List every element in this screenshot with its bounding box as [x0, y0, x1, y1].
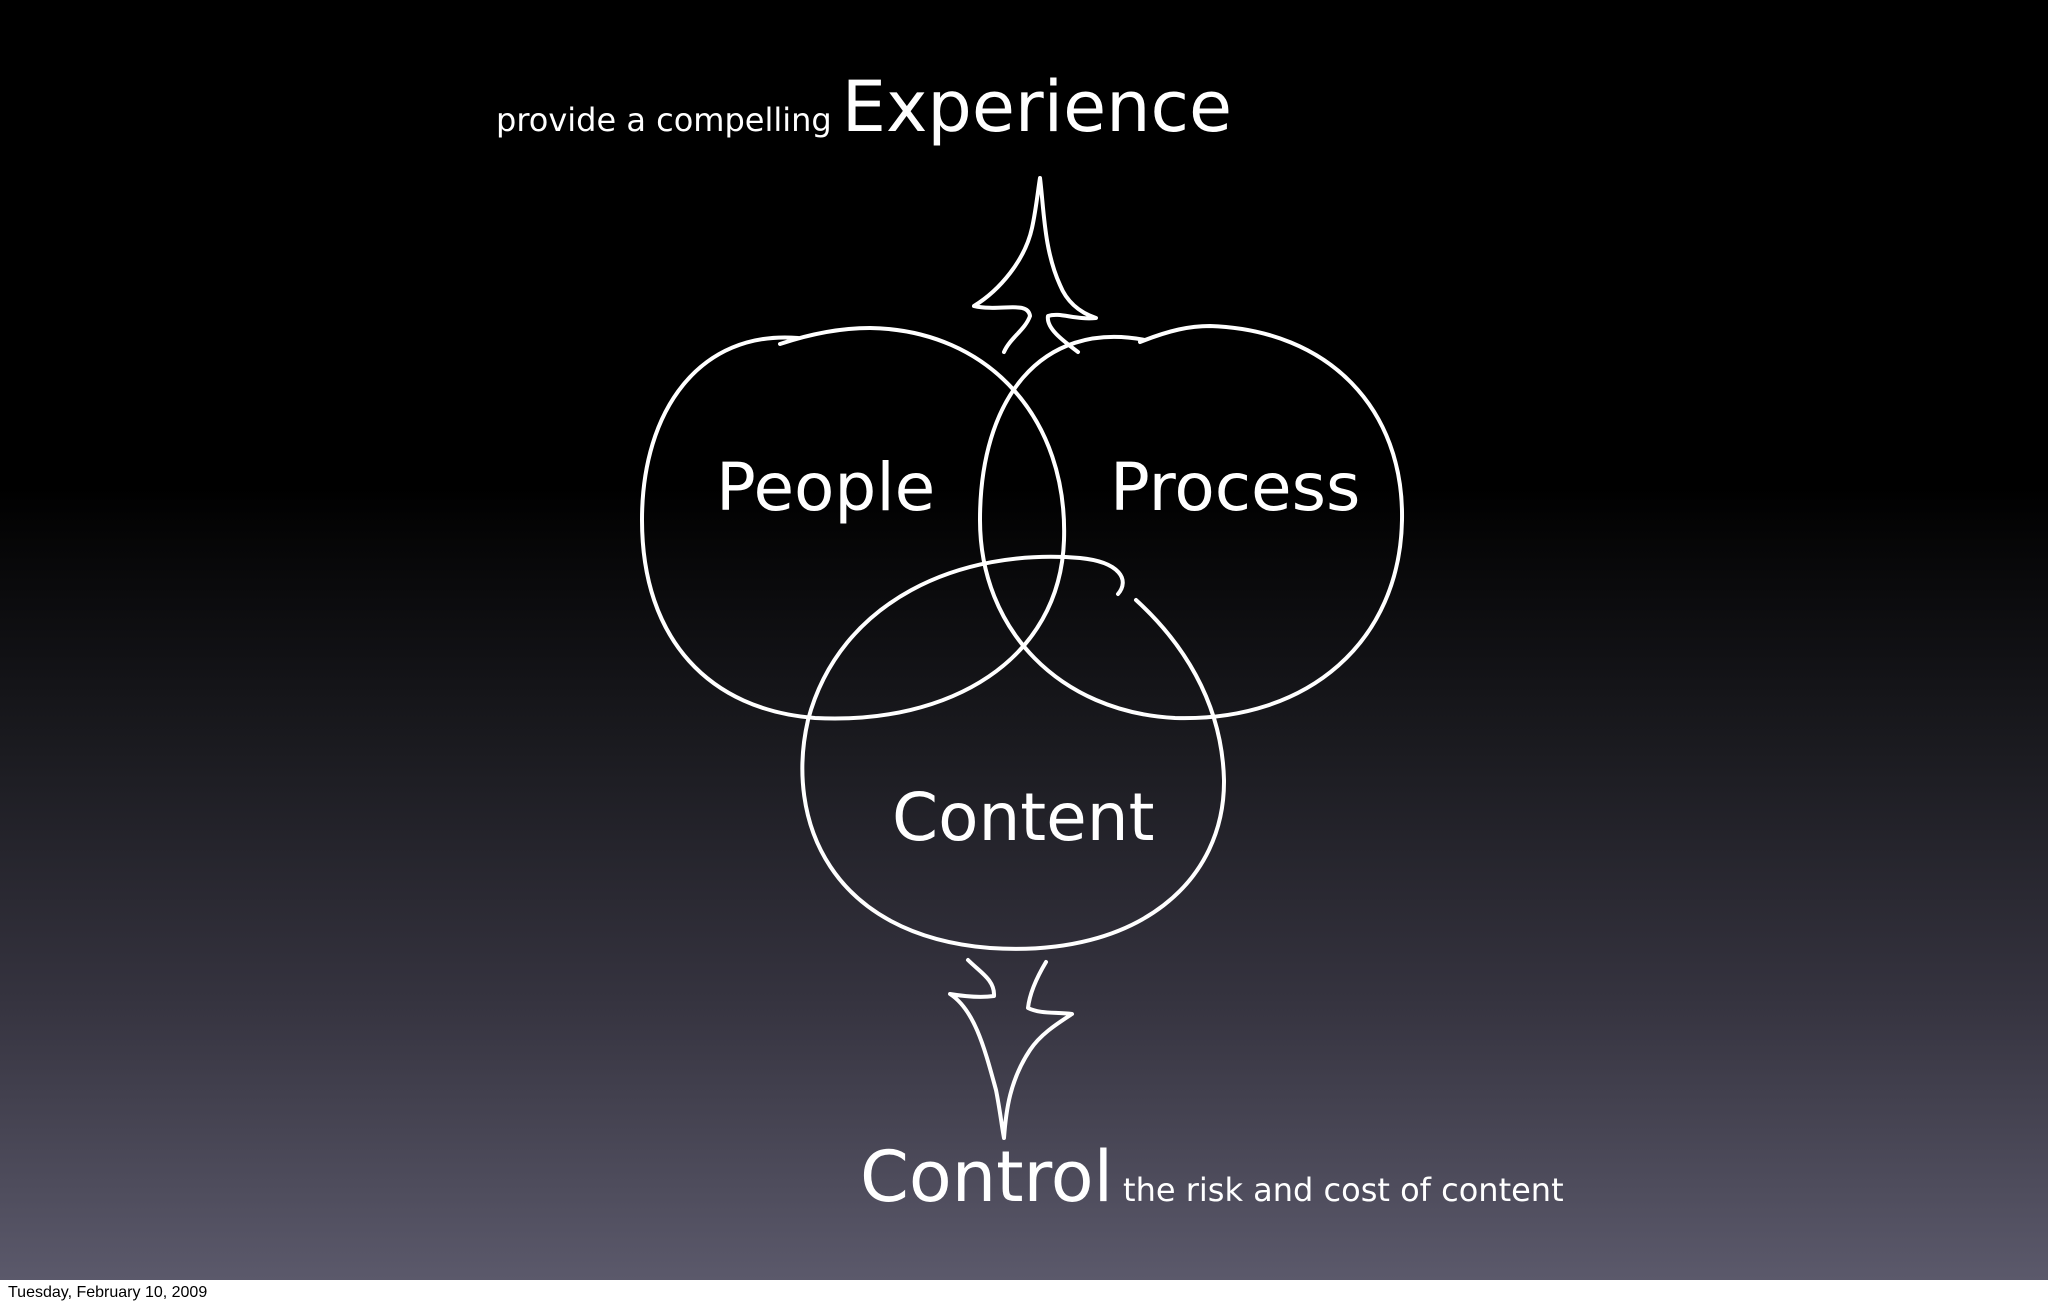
experience-emphasis: Experience: [841, 66, 1233, 148]
process-label: Process: [1110, 449, 1361, 526]
experience-prefix: provide a compelling: [496, 101, 832, 139]
venn-diagram: [0, 0, 2048, 1280]
up-arrow: [972, 176, 1098, 354]
down-arrow: [948, 958, 1074, 1140]
footer-date: Tuesday, February 10, 2009: [8, 1284, 208, 1301]
people-circle: [640, 326, 1067, 721]
control-suffix: the risk and cost of content: [1123, 1171, 1564, 1209]
content-label: Content: [892, 779, 1155, 856]
control-emphasis: Control: [860, 1136, 1114, 1218]
people-label: People: [716, 449, 936, 526]
content-circle: [800, 554, 1227, 951]
process-circle: [978, 324, 1405, 721]
